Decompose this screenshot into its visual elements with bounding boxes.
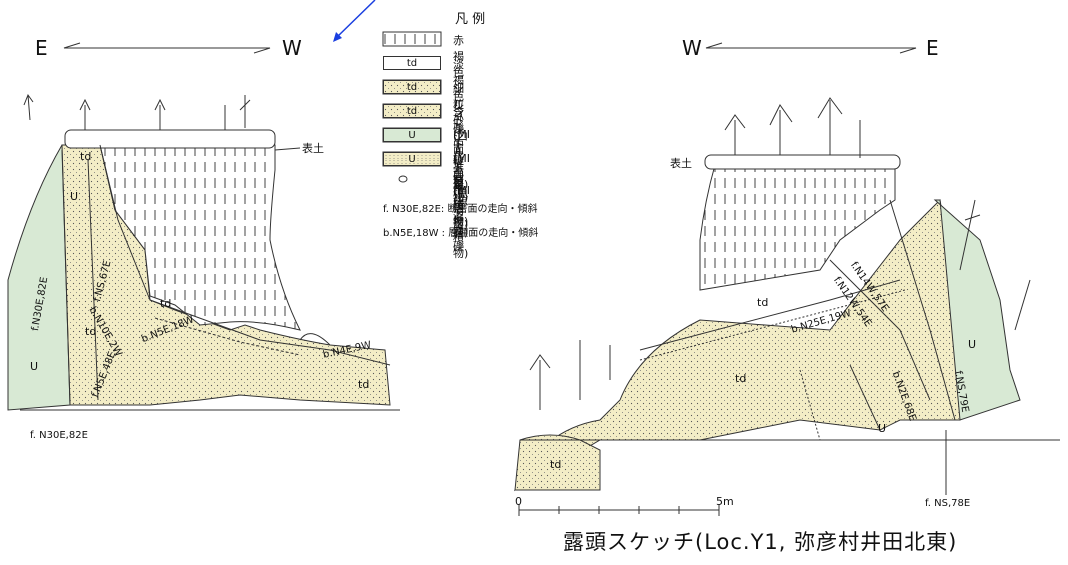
left-sketch	[7, 93, 400, 411]
left-label-u-upper: U	[70, 190, 79, 203]
blue-arrow-head	[333, 32, 342, 42]
legend-note-bed: b.N5E,18W : 層理面の走向・傾斜	[383, 228, 539, 239]
blue-arrow	[335, 0, 376, 39]
right-label-td-bottom: td	[550, 458, 562, 471]
legend-text: 赤褐色シルト(ローム層)	[453, 34, 469, 191]
legend-text: 砂 岩(魚沼層)	[453, 154, 469, 231]
scale-zero: 0	[515, 495, 522, 508]
figure-caption: 露頭スケッチ(Loc.Y1, 弥彦村井田北東)	[563, 530, 958, 554]
right-label-topsoil: 表土	[670, 157, 692, 170]
legend-text: シルト岩礫	[453, 176, 464, 253]
left-label-bottom-fault: f. N30E,82E	[30, 430, 88, 441]
legend-swatch: td	[383, 104, 441, 118]
legend-title: 凡 例	[455, 12, 486, 27]
right-label-bottom-fault: f. NS,78E	[925, 498, 971, 509]
left-label-topsoil: 表土	[302, 142, 324, 155]
right-dir-e: E	[926, 36, 939, 60]
left-direction-arrow	[63, 42, 271, 54]
right-dir-w: W	[682, 36, 702, 60]
scale-bar	[518, 504, 720, 516]
legend-text: 含礫中粒砂(MⅠ面堆積物)	[453, 106, 471, 260]
legend-text: 淡褐色シルト(MⅠ面堆積物)	[453, 58, 471, 228]
left-dir-w: W	[282, 36, 302, 60]
scale-five: 5m	[716, 495, 734, 508]
left-label-td-mid: td	[85, 325, 97, 338]
right-sketch	[513, 97, 1060, 495]
legend-text: シルト岩(魚沼層)	[453, 130, 469, 239]
legend-swatch: td	[383, 56, 441, 70]
legend-text: 細粒砂(MⅠ面堆積物)	[453, 82, 471, 204]
legend-swatch: U	[383, 128, 441, 142]
left-label-u-lower: U	[30, 360, 39, 373]
right-direction-arrow	[705, 42, 917, 54]
right-label-td-upper: td	[757, 296, 769, 309]
left-dir-e: E	[35, 36, 48, 60]
left-label-td-top: td	[80, 150, 92, 163]
right-label-td-center: td	[735, 372, 747, 385]
left-label-td-center: td	[160, 297, 172, 310]
left-label-td-right: td	[358, 378, 370, 391]
legend-swatch: U	[383, 152, 441, 166]
legend-swatch: td	[383, 80, 441, 94]
legend-note-fault: f. N30E,82E: 断層面の走向・傾斜	[383, 204, 538, 215]
right-label-u-center: U	[878, 422, 887, 435]
right-label-u-right: U	[968, 338, 977, 351]
